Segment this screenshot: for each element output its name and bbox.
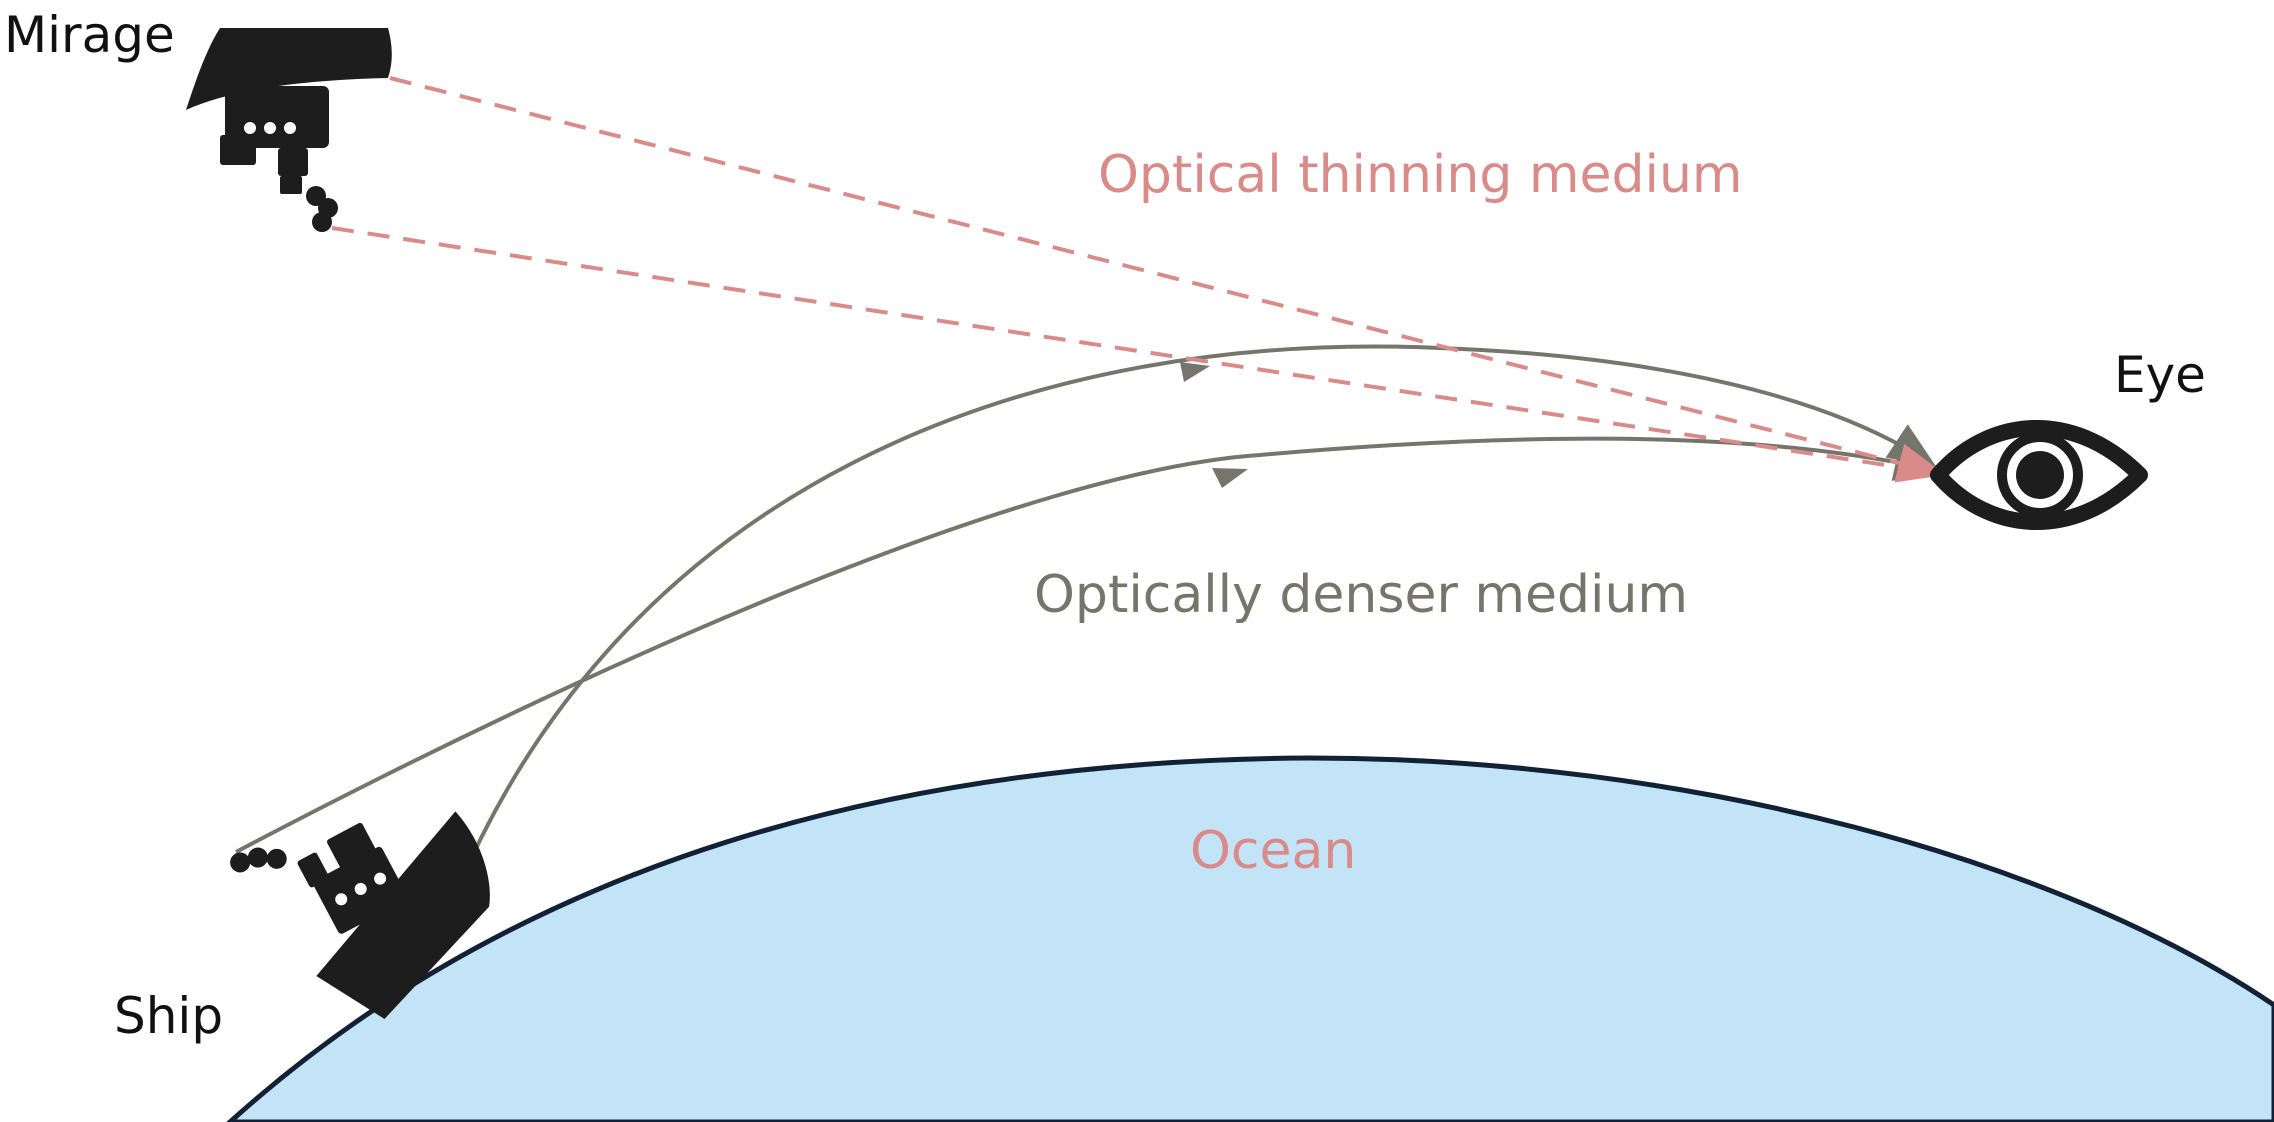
real-ray-upper <box>430 344 1937 956</box>
eye-icon <box>1930 419 2148 531</box>
mirage-label: Mirage <box>4 6 175 64</box>
ship-label: Ship <box>114 987 223 1045</box>
thin-medium-label: Optical thinning medium <box>1098 145 1743 205</box>
ocean <box>226 755 2274 1122</box>
ray-arrowhead <box>1212 468 1248 488</box>
virtual-ray-upper <box>389 76 1946 483</box>
eye-label: Eye <box>2114 346 2206 404</box>
virtual-ray-lower <box>331 226 1939 475</box>
ship-icon <box>230 811 490 1019</box>
inverted-ship-icon <box>186 28 392 232</box>
ray-arrowhead <box>1180 362 1210 382</box>
dense-medium-label: Optically denser medium <box>1034 565 1688 625</box>
ocean-label: Ocean <box>1190 821 1356 881</box>
